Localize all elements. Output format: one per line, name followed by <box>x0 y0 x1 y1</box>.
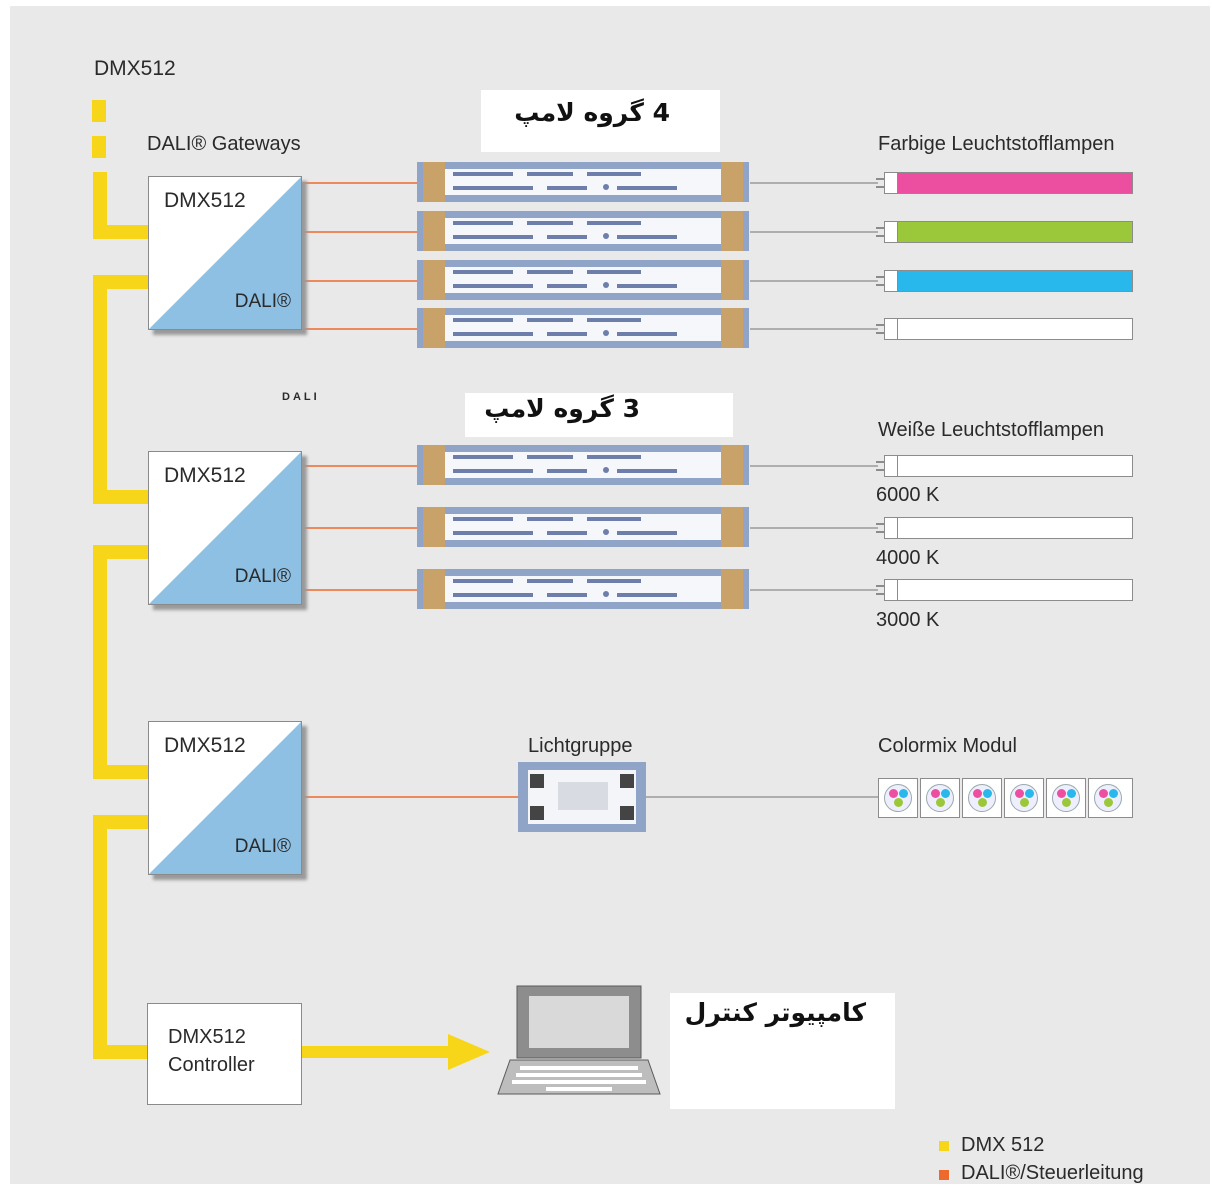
kelvin-6000-label: 6000 K <box>876 484 940 506</box>
kelvin-3000-label: 3000 K <box>876 609 940 631</box>
tube-endcap <box>884 172 898 194</box>
tube-white-6000k <box>897 455 1133 477</box>
dmx-line-g2-g3 <box>93 545 148 779</box>
tube-white-4000k <box>897 517 1133 539</box>
tube-endcap <box>884 455 898 477</box>
kelvin-4000-label: 4000 K <box>876 547 940 569</box>
gateway-dmx-label: DMX512 <box>164 734 246 757</box>
tube-white <box>897 318 1133 340</box>
tube-endcap <box>884 579 898 601</box>
arabic-label-box-2 <box>465 393 733 437</box>
gateway-dali-label: DALI® <box>234 566 291 587</box>
arabic-group3-label: 3 گروه لامپ <box>484 394 640 423</box>
ballast-4 <box>417 308 749 348</box>
ballast-7 <box>417 569 749 609</box>
arabic-label-box-1 <box>481 90 720 152</box>
dali-small-label: DALI <box>282 391 320 403</box>
ballast-1 <box>417 162 749 202</box>
legend-dmx-label: DMX 512 <box>961 1134 1045 1156</box>
gateway-dali-label: DALI® <box>234 836 291 857</box>
dmx-controller-box: DMX512 Controller <box>147 1003 302 1105</box>
colormix-cell <box>878 778 918 818</box>
dmx-label: DMX512 <box>94 57 176 80</box>
gateway-2: DMX512 DALI® <box>148 451 302 605</box>
gateway-dmx-label: DMX512 <box>164 464 246 487</box>
dmx-line-g3-ctrl <box>93 815 148 1059</box>
tube-endcap <box>884 517 898 539</box>
ballast-5 <box>417 445 749 485</box>
weisse-label: Weiße Leuchtstofflampen <box>878 419 1105 441</box>
farbige-label: Farbige Leuchtstofflampen <box>878 133 1115 155</box>
tube-white-3000k <box>897 579 1133 601</box>
legend-dali-swatch <box>939 1170 949 1180</box>
gateway-3: DMX512 DALI® <box>148 721 302 875</box>
legend-dmx-swatch <box>939 1141 949 1151</box>
tube-endcap <box>884 318 898 340</box>
dmx-line-g1-g2 <box>93 275 148 504</box>
gateway-1: DMX512 DALI® <box>148 176 302 330</box>
controller-arrow <box>302 1034 490 1070</box>
tube-pink <box>897 172 1133 194</box>
tube-endcap <box>884 270 898 292</box>
colormix-cell <box>1046 778 1086 818</box>
ballast-6 <box>417 507 749 547</box>
legend-dali-label: DALI®/Steuerleitung <box>961 1162 1144 1184</box>
gateway-dali-label: DALI® <box>234 291 291 312</box>
colormix-cell <box>1004 778 1044 818</box>
controller-line1: DMX512 <box>168 1026 246 1048</box>
controller-line2: Controller <box>168 1054 255 1076</box>
tube-cyan <box>897 270 1133 292</box>
colormix-cell <box>920 778 960 818</box>
arabic-label-box-3 <box>670 993 895 1109</box>
gateways-label: DALI® Gateways <box>147 133 301 155</box>
ballast-2 <box>417 211 749 251</box>
gateway-dmx-label: DMX512 <box>164 189 246 212</box>
dmx-dash-1 <box>92 100 106 122</box>
dmx-line-top <box>93 172 148 239</box>
lichtgruppe-label: Lichtgruppe <box>528 735 633 757</box>
arabic-group4-label: 4 گروه لامپ <box>514 98 670 127</box>
tube-endcap <box>884 221 898 243</box>
arabic-computer-label: کامپیوتر کنترل <box>684 998 866 1027</box>
dmx-dash-2 <box>92 136 106 158</box>
colormix-cell <box>1088 778 1133 818</box>
ballast-3 <box>417 260 749 300</box>
lichtgruppe-module <box>518 762 646 832</box>
colormix-cell <box>962 778 1002 818</box>
tube-green <box>897 221 1133 243</box>
colormix-label: Colormix Modul <box>878 735 1017 757</box>
laptop-icon <box>497 985 661 1095</box>
